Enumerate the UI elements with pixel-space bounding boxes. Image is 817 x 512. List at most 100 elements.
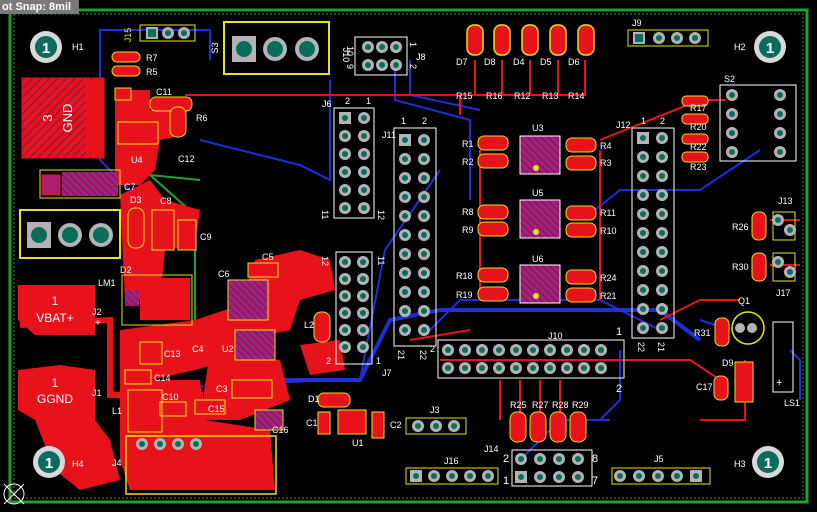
connector-j11[interactable] xyxy=(393,127,437,347)
resistor-bottom-row[interactable] xyxy=(509,411,587,443)
cap-c8[interactable] xyxy=(151,209,175,251)
connector-j8[interactable] xyxy=(354,36,408,76)
diode-d3[interactable] xyxy=(127,207,145,249)
gnd-power-pad[interactable]: 3 GND xyxy=(21,77,105,159)
ref-j2: J2 xyxy=(92,307,102,317)
inductor-l1[interactable] xyxy=(127,389,163,433)
connector-j16[interactable] xyxy=(405,467,499,485)
connector-j12[interactable] xyxy=(631,127,675,339)
cap-c14[interactable] xyxy=(124,369,152,385)
ref-j4: J4 xyxy=(112,458,122,468)
pin-j12-1: 1 xyxy=(641,116,646,126)
res-r31[interactable] xyxy=(714,317,730,347)
ic-u3[interactable] xyxy=(519,135,561,175)
diode-d1[interactable] xyxy=(317,392,351,408)
connector-j2[interactable] xyxy=(19,209,121,259)
connector-j13[interactable] xyxy=(772,211,796,241)
ref-j3: J3 xyxy=(430,405,440,415)
ref-r16: R16 xyxy=(486,91,503,101)
cap-c7[interactable] xyxy=(39,169,121,199)
ref-r27: R27 xyxy=(532,400,549,410)
ref-r2: R2 xyxy=(462,157,474,167)
connector-j6[interactable] xyxy=(333,107,375,219)
ref-c8: C8 xyxy=(160,196,172,206)
ref-c1: C1 xyxy=(306,418,318,428)
bottom-resistor-labels: R25 R27 R28 R29 xyxy=(510,400,589,410)
pin-j7-12: 12 xyxy=(320,256,330,266)
mounting-hole-h3[interactable]: 1 xyxy=(752,446,784,478)
resistor-r7-r5[interactable] xyxy=(111,51,141,77)
pin-hole xyxy=(342,115,348,121)
pin-hole xyxy=(775,259,781,265)
connector-j9[interactable] xyxy=(627,29,709,47)
cap-c3[interactable] xyxy=(231,379,273,399)
res-r26-r30[interactable] xyxy=(751,211,767,282)
connector-j4[interactable] xyxy=(125,435,277,495)
mounting-hole-h2[interactable]: 1 xyxy=(754,31,786,63)
connector-j5[interactable] xyxy=(611,467,711,485)
buzzer-ls1[interactable]: + xyxy=(772,321,794,393)
diode-d9[interactable] xyxy=(734,361,754,403)
ic-u2[interactable] xyxy=(234,329,276,361)
pin-hole xyxy=(462,347,468,353)
led-row[interactable] xyxy=(466,24,595,56)
ref-j13: J13 xyxy=(778,196,793,206)
pin-j12-21: 21 xyxy=(656,342,666,352)
cap-c5[interactable] xyxy=(247,262,279,278)
ref-r18: R18 xyxy=(456,271,473,281)
resistor-pairs[interactable] xyxy=(477,135,597,303)
connector-j7[interactable] xyxy=(335,251,373,365)
ref-d8: D8 xyxy=(484,57,496,67)
pin-j6-11: 11 xyxy=(320,210,330,219)
ref-d5: D5 xyxy=(540,57,552,67)
connector-j15[interactable] xyxy=(139,24,196,42)
mounting-hole-h4[interactable]: 1 xyxy=(33,446,65,478)
cap-c6[interactable] xyxy=(227,279,269,321)
switch-s2[interactable] xyxy=(719,84,797,162)
inductor-l2[interactable] xyxy=(313,311,331,343)
cap-c11[interactable] xyxy=(149,96,193,112)
ic-u1[interactable] xyxy=(337,409,367,435)
transistor-q1[interactable] xyxy=(731,311,765,345)
ref-r20: R20 xyxy=(690,122,707,132)
pin-hole xyxy=(581,347,587,353)
ref-c17: C17 xyxy=(696,382,713,392)
connector-j10[interactable] xyxy=(437,339,625,379)
vbat-power-pad[interactable]: 1 VBAT+ xyxy=(18,285,95,335)
ref-r10: R10 xyxy=(600,226,617,236)
pin-hole xyxy=(342,310,348,316)
cap-c15[interactable] xyxy=(194,399,226,415)
cap-c16[interactable] xyxy=(254,409,284,431)
cap-c10[interactable] xyxy=(159,401,187,417)
pin-hole xyxy=(402,327,408,333)
ref-r17: R17 xyxy=(690,103,707,113)
connector-j3[interactable] xyxy=(405,417,467,435)
ref-d2: D2 xyxy=(120,265,132,275)
mounting-hole-h1[interactable]: 1 xyxy=(30,31,62,63)
ref-l2: L2 xyxy=(304,320,314,330)
res-r6[interactable] xyxy=(169,106,187,138)
pin-j12-22: 22 xyxy=(636,342,646,352)
ggnd-power-pad[interactable]: 1 GGND xyxy=(37,376,73,406)
pin-hole xyxy=(342,169,348,175)
pin-hole xyxy=(342,259,348,265)
cap-c13[interactable] xyxy=(139,341,163,365)
pin-hole xyxy=(640,325,646,331)
small-resistor-stack[interactable] xyxy=(681,95,709,163)
connector-j17[interactable] xyxy=(772,252,796,282)
ic-u5[interactable] xyxy=(519,199,561,239)
cap-c17[interactable] xyxy=(713,375,729,401)
regulator-u4[interactable] xyxy=(114,87,159,161)
ic-u6[interactable] xyxy=(519,264,561,304)
cap-c1[interactable] xyxy=(317,411,331,435)
switch-s3[interactable] xyxy=(223,21,330,75)
pin-hole xyxy=(775,217,781,223)
pin-j12-2: 2 xyxy=(660,116,665,126)
ref-h4: H4 xyxy=(72,459,84,469)
diode-d2[interactable] xyxy=(121,274,193,326)
ref-s2: S2 xyxy=(724,74,735,84)
cap-c9[interactable] xyxy=(177,219,197,251)
pin-hole xyxy=(575,456,581,462)
cap-c2[interactable] xyxy=(371,411,385,439)
